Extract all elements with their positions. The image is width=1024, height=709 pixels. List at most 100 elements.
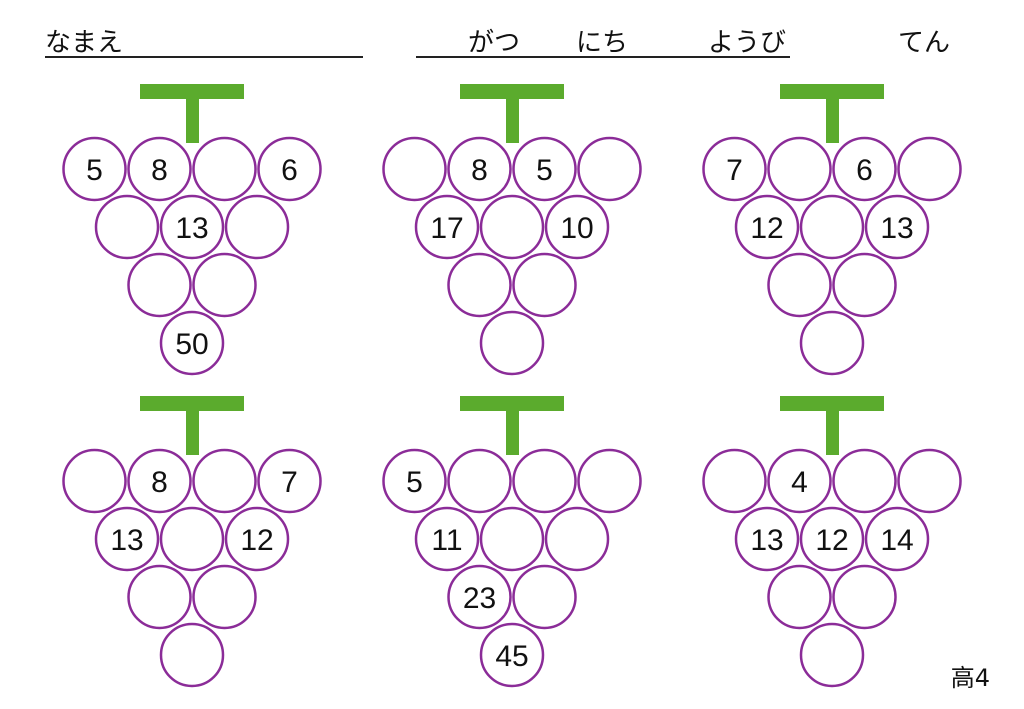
grape-cell[interactable] [767,136,832,202]
grape-number: 7 [281,466,298,499]
grape-cell[interactable] [159,194,225,260]
stem-post [826,97,839,143]
grape-cell[interactable] [159,622,225,688]
grape-cell[interactable] [864,194,930,260]
grape-cell[interactable] [512,136,577,202]
stem-bar [140,84,244,99]
grape-cell[interactable] [414,506,480,572]
name-line[interactable] [45,56,363,58]
grape-cell[interactable] [159,310,225,376]
grape-number: 5 [406,466,423,499]
grape-cell[interactable] [767,448,832,514]
grape-cell[interactable] [512,448,577,514]
grape-cell[interactable] [577,136,642,202]
grape-cell[interactable] [799,506,865,572]
grape-puzzle: 8 5 17 10 [382,84,642,376]
grape-cell[interactable] [382,448,447,514]
grape-number: 6 [856,154,873,187]
grape-cell[interactable] [257,448,322,514]
grape-cell[interactable] [479,310,545,376]
grape-cell[interactable] [447,448,512,514]
grape-cell[interactable] [479,194,545,260]
grape-cell[interactable] [799,194,865,260]
grape-cell[interactable] [734,506,800,572]
grape-cell[interactable] [799,310,865,376]
grape-cell[interactable] [224,506,290,572]
grape-cell[interactable] [447,252,512,318]
day-label: にち [576,28,629,58]
grape-number: 13 [880,212,913,245]
grape-number: 5 [536,154,553,187]
stem-bar [780,84,884,99]
grape-cell[interactable] [479,506,545,572]
grape-number: 14 [880,524,913,557]
grape-cell[interactable] [479,622,545,688]
grape-number: 10 [560,212,593,245]
grape-cell[interactable] [192,448,257,514]
grape-cell[interactable] [94,506,160,572]
grape-number: 5 [86,154,103,187]
grape-cell[interactable] [512,564,577,630]
stem-bar [460,396,564,411]
grape-cell[interactable] [224,194,290,260]
grape-cell[interactable] [544,194,610,260]
grape-cell[interactable] [447,136,512,202]
grape-cell[interactable] [447,564,512,630]
stem-post [506,97,519,143]
grape-number: 8 [151,154,168,187]
grape-number: 45 [495,640,528,673]
grape-cell[interactable] [127,448,192,514]
grape-puzzle: 8 7 13 12 [62,396,322,688]
grape-cell[interactable] [544,506,610,572]
grape-number: 23 [463,582,496,615]
grape-cell[interactable] [897,136,962,202]
stem-post [186,97,199,143]
grape-cell[interactable] [832,564,897,630]
grape-number: 12 [240,524,273,557]
grape-cell[interactable] [382,136,447,202]
grape-number: 7 [726,154,743,187]
grape-cell[interactable] [192,252,257,318]
grape-number: 13 [110,524,143,557]
grape-cell[interactable] [94,194,160,260]
date-line[interactable] [416,56,790,58]
grape-number: 8 [471,154,488,187]
stem-bar [140,396,244,411]
grape-number: 6 [281,154,298,187]
sheet-code: 高4 [950,664,990,692]
grape-cell[interactable] [257,136,322,202]
grape-cell[interactable] [832,136,897,202]
grape-cell[interactable] [62,136,127,202]
stem-post [186,409,199,455]
grape-cell[interactable] [767,252,832,318]
grape-number: 11 [431,524,462,557]
grape-cell[interactable] [512,252,577,318]
grape-cell[interactable] [127,136,192,202]
grape-cell[interactable] [577,448,642,514]
grape-cell[interactable] [702,136,767,202]
grape-number: 8 [151,466,168,499]
grape-cell[interactable] [192,564,257,630]
grape-cell[interactable] [127,252,192,318]
grape-cell[interactable] [864,506,930,572]
grape-cell[interactable] [702,448,767,514]
grape-cell[interactable] [734,194,800,260]
grape-number: 17 [430,212,463,245]
grape-cell[interactable] [127,564,192,630]
month-label: がつ [468,28,521,58]
grape-cell[interactable] [897,448,962,514]
grape-cell[interactable] [799,622,865,688]
grape-cell[interactable] [192,136,257,202]
grape-number: 4 [791,466,808,499]
grape-cell[interactable] [62,448,127,514]
grape-cell[interactable] [832,448,897,514]
grape-cell[interactable] [832,252,897,318]
grape-cell[interactable] [767,564,832,630]
stem-post [826,409,839,455]
stem-post [506,409,519,455]
grape-cell[interactable] [414,194,480,260]
grape-cell[interactable] [159,506,225,572]
